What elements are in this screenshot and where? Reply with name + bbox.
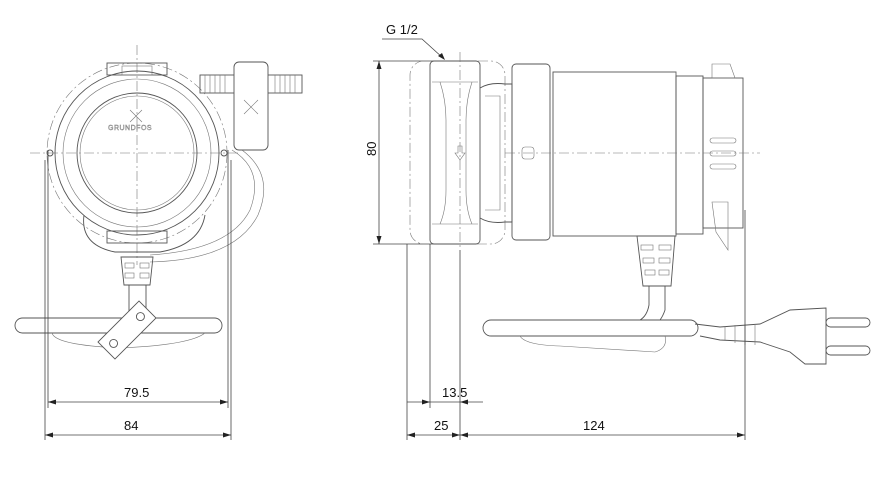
pump-ring [511, 63, 551, 241]
motor-body [552, 71, 677, 237]
terminal-box [233, 61, 269, 151]
svg-text:G 1/2: G 1/2 [386, 22, 418, 37]
dimension-124: 124 [460, 418, 745, 438]
dimension-13-5: 13.5 [407, 385, 483, 405]
svg-text:79.5: 79.5 [124, 385, 149, 400]
pump-housing [429, 60, 481, 245]
cable-loop [482, 319, 699, 337]
plug-pin [825, 317, 871, 328]
dimension-80: 80 [364, 60, 440, 245]
cable-gland [636, 235, 676, 287]
grundfos-logo: GRUNDFOS [108, 109, 152, 132]
power-plug [694, 307, 827, 365]
dimension-79-5: 79.5 [48, 385, 228, 405]
svg-text:80: 80 [364, 142, 379, 156]
svg-text:84: 84 [124, 418, 138, 433]
bracket [97, 300, 157, 360]
svg-text:GRUNDFOS: GRUNDFOS [108, 125, 152, 132]
thread-callout: G 1/2 [382, 22, 445, 60]
svg-text:124: 124 [583, 418, 605, 433]
dimension-25: 25 [407, 418, 460, 438]
side-view: G 1/2 80 [364, 22, 871, 440]
svg-text:13.5: 13.5 [442, 385, 467, 400]
svg-text:25: 25 [434, 418, 448, 433]
dimension-84: 84 [45, 418, 231, 438]
cable-gland [120, 256, 154, 286]
front-view: GRUNDFOS 79.5 84 [14, 45, 303, 440]
plug-pin [825, 345, 871, 356]
